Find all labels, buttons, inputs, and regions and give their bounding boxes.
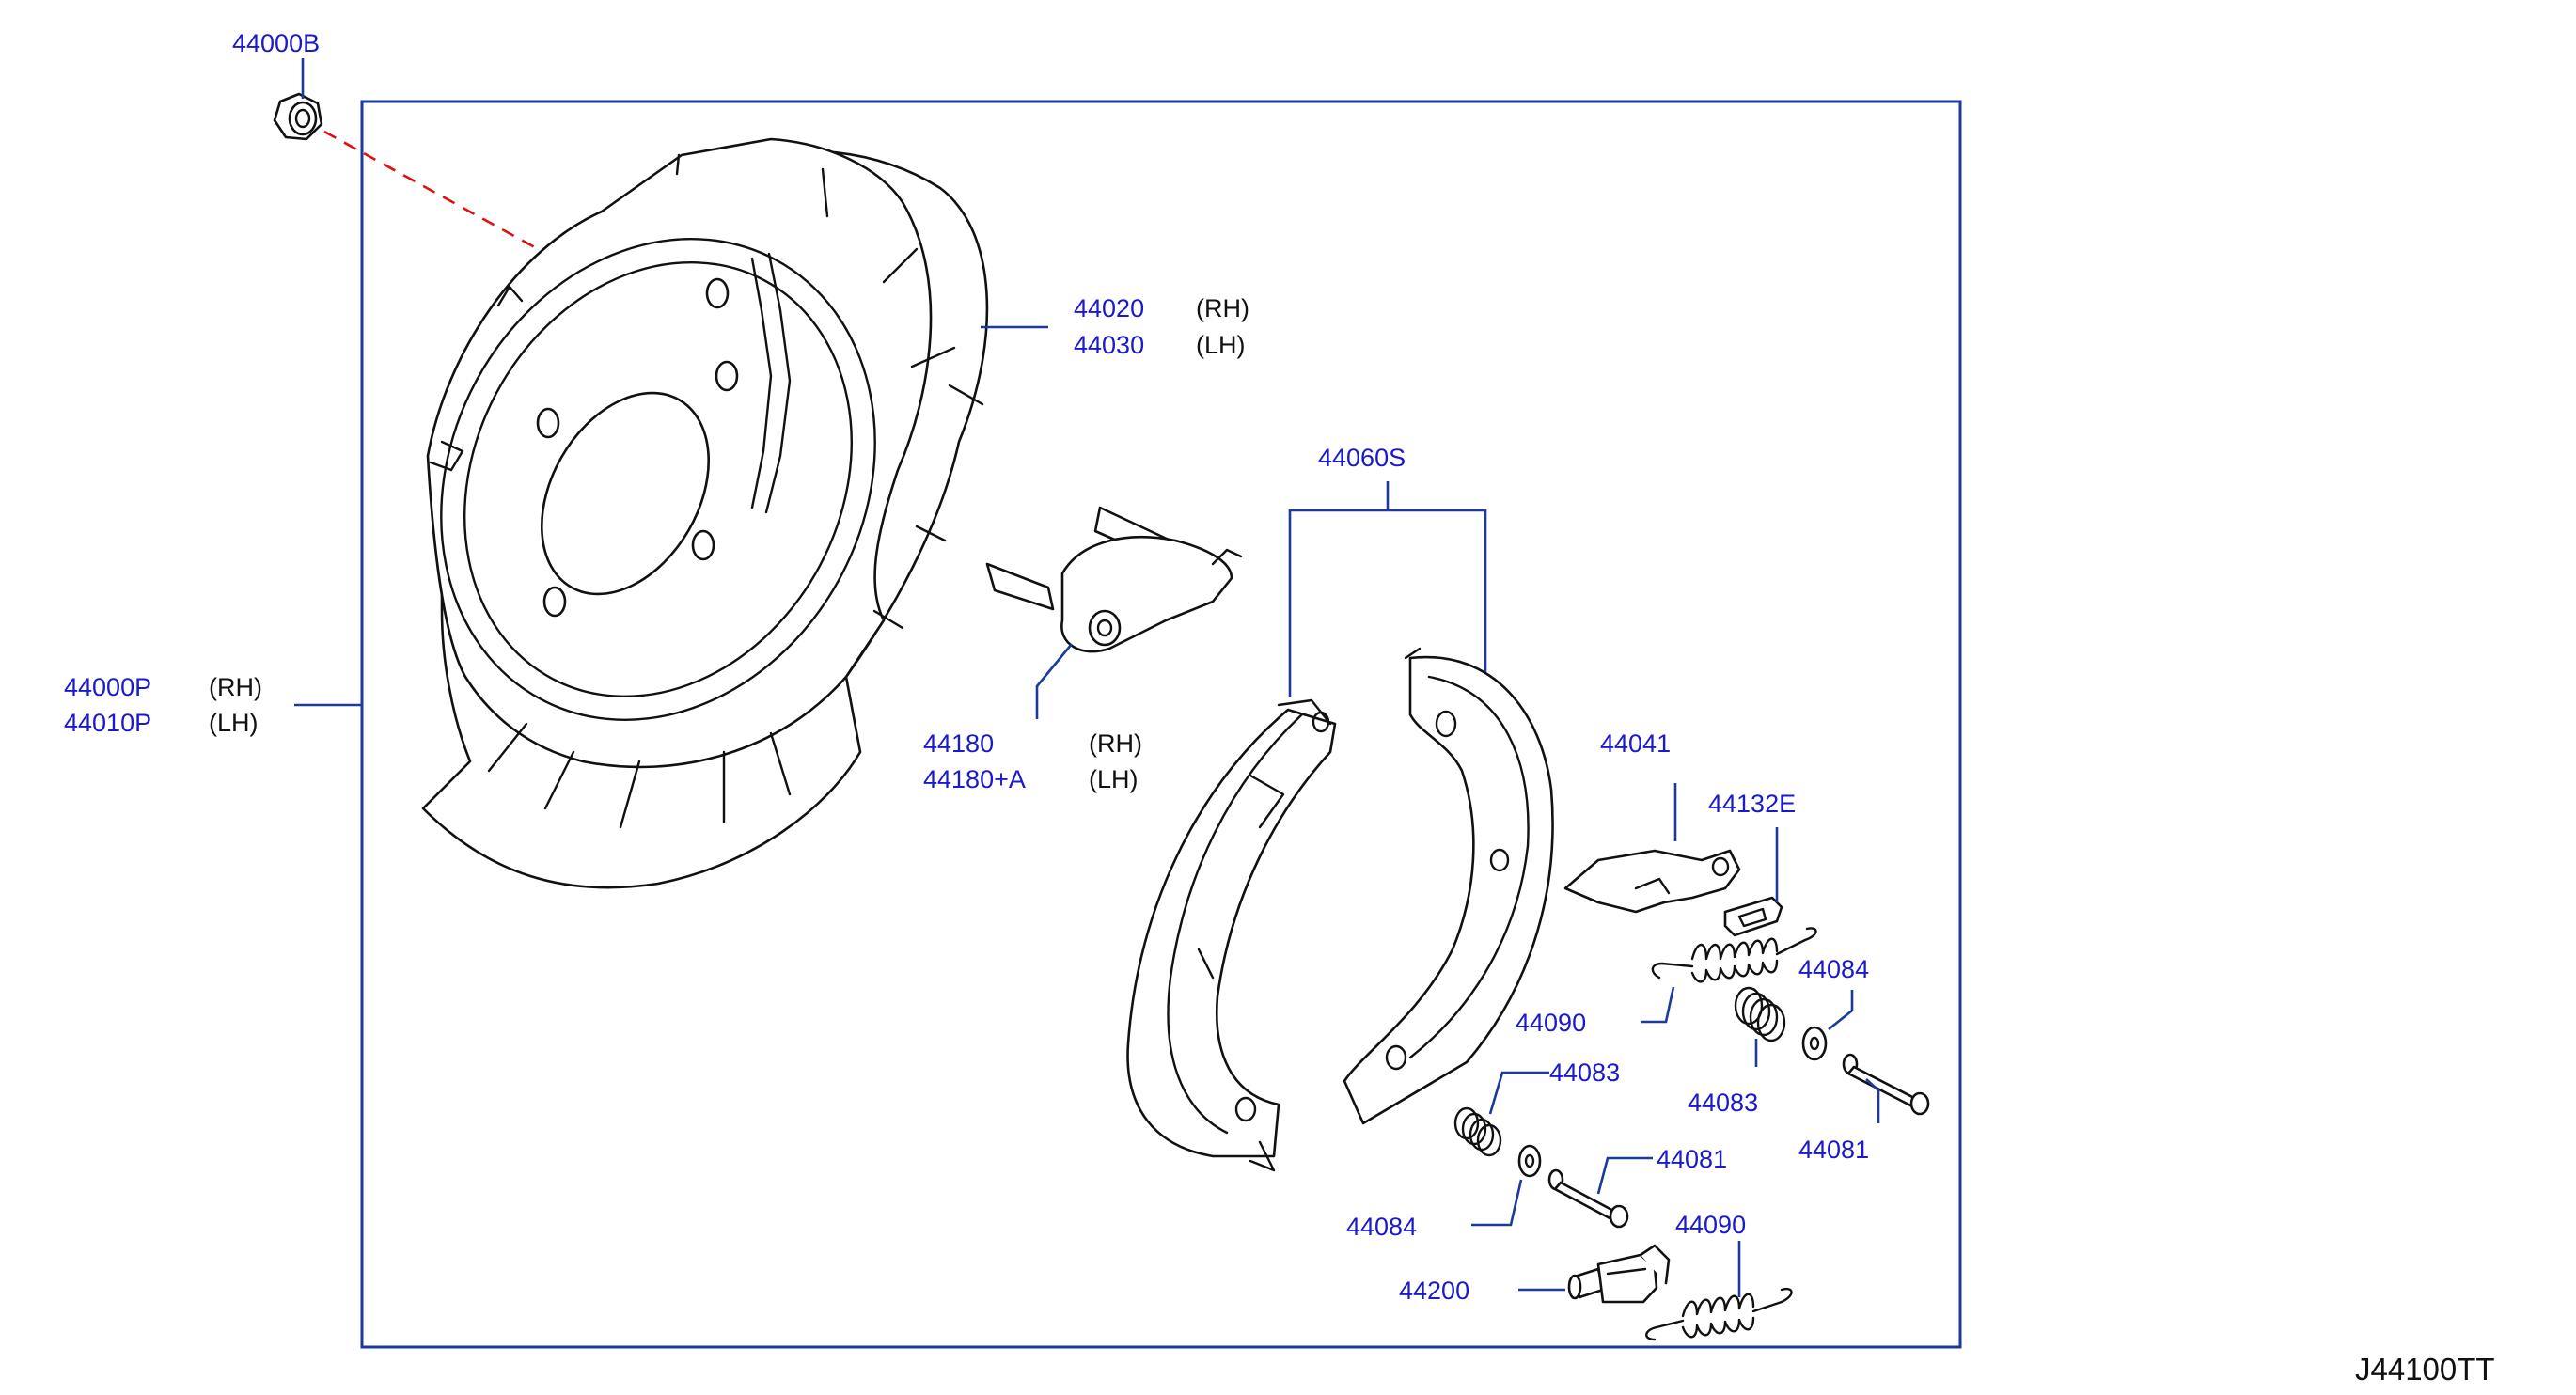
label-44084-right: 44084: [1798, 955, 1869, 983]
label-44010P-side: (LH): [209, 709, 259, 737]
label-44000B: 44000B: [232, 29, 320, 57]
label-44030-side: (LH): [1196, 331, 1246, 359]
label-44020-side: (RH): [1196, 294, 1249, 322]
label-44000P: 44000P: [64, 673, 151, 701]
leader-toggle-lever: [1035, 643, 1074, 719]
label-44083-right: 44083: [1688, 1089, 1758, 1117]
pin-left-drawing: [1547, 1168, 1629, 1229]
adjuster-drawing: [1567, 1244, 1671, 1304]
hidden-line: [323, 130, 551, 258]
label-44200: 44200: [1399, 1277, 1469, 1305]
leader-44083-left: [1488, 1071, 1549, 1115]
label-44180: 44180: [923, 729, 994, 758]
clip-drawing: [1723, 896, 1783, 937]
pin-right-drawing: [1842, 1053, 1930, 1116]
flange-nut-drawing: [273, 92, 323, 141]
label-44010P: 44010P: [64, 709, 151, 737]
label-44090-lower: 44090: [1675, 1211, 1746, 1239]
lower-spring-drawing: [1645, 1287, 1793, 1341]
label-44030: 44030: [1074, 331, 1144, 359]
upper-spring-drawing: [1651, 927, 1817, 983]
washer-right-drawing: [1801, 1026, 1828, 1061]
back-plate-drawing: [421, 137, 989, 889]
leader-44081-right: [1865, 1078, 1880, 1123]
toggle-lever-drawing: [985, 506, 1243, 653]
retainer-spring-left-drawing: [1453, 1106, 1502, 1157]
brake-shoe-right-drawing: [1343, 647, 1554, 1125]
label-44000P-side: (RH): [209, 673, 262, 701]
brake-shoe-left-drawing: [1126, 698, 1337, 1172]
label-44041: 44041: [1600, 729, 1671, 758]
leader-44081-left: [1596, 1156, 1653, 1195]
label-44081-right: 44081: [1798, 1136, 1869, 1164]
label-44090-upper: 44090: [1516, 1009, 1586, 1037]
assembly-frame: [360, 100, 1962, 1349]
leader-44090-upper: [1641, 986, 1675, 1024]
washer-left-drawing: [1517, 1144, 1542, 1178]
label-44132E: 44132E: [1708, 790, 1796, 818]
leader-44084-right: [1828, 990, 1854, 1031]
label-44083-left: 44083: [1549, 1058, 1620, 1087]
label-44020: 44020: [1074, 294, 1144, 322]
label-44060S: 44060S: [1318, 444, 1406, 472]
label-44180A-side: (LH): [1089, 765, 1139, 793]
diagram-code: J44100TT: [2355, 1352, 2495, 1387]
leader-44084-left: [1471, 1179, 1523, 1227]
label-44180-side: (RH): [1089, 729, 1142, 758]
label-44180A: 44180+A: [923, 765, 1026, 793]
parking-lever-drawing: [1563, 849, 1741, 914]
retainer-spring-right-drawing: [1734, 986, 1786, 1042]
label-44084-left: 44084: [1346, 1213, 1417, 1241]
label-44081-left: 44081: [1657, 1145, 1727, 1173]
